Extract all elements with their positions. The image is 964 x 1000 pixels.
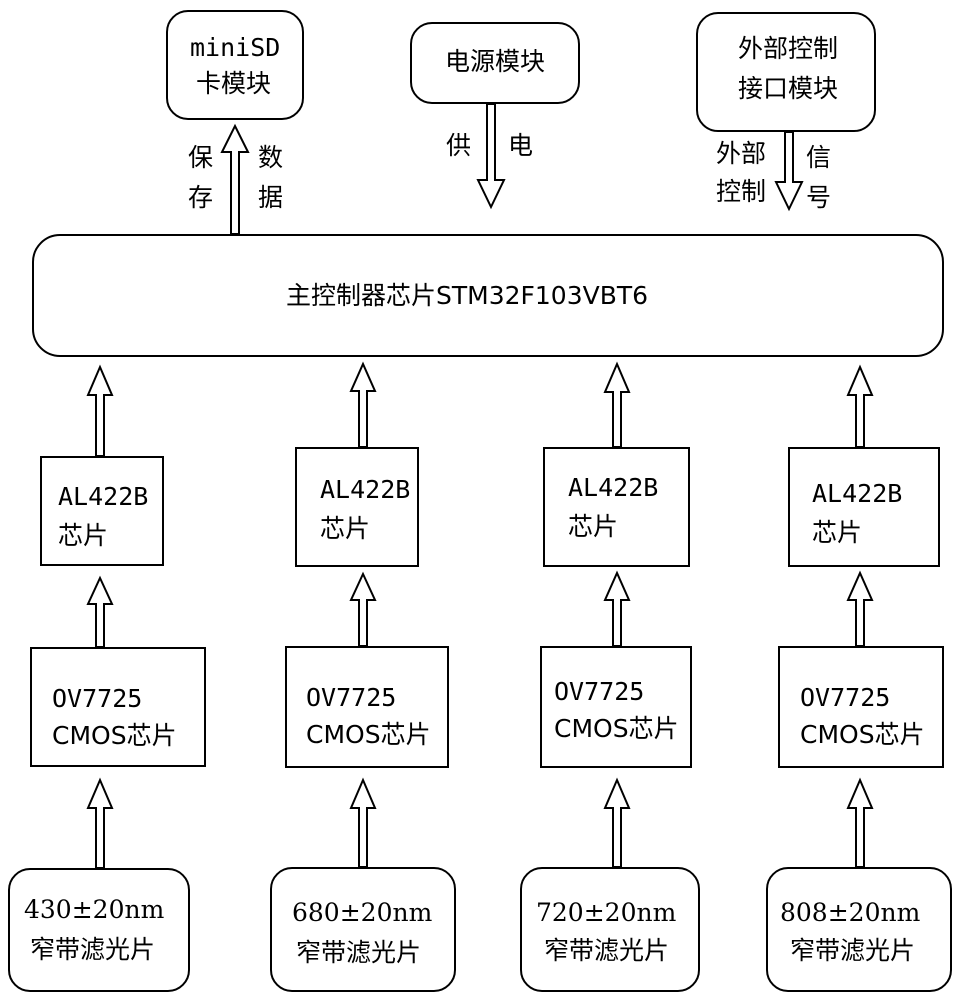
filter-box-4 <box>766 867 952 992</box>
arrow-up-cmos-to-fifo-1 <box>86 575 114 648</box>
filter-line2-2: 窄带滤光片 <box>296 938 422 967</box>
arrow-down-power-supply <box>476 103 506 210</box>
minisd-module-line2: 卡模块 <box>196 69 272 98</box>
label-external-2: 控制 <box>716 177 767 206</box>
filter-line2-4: 窄带滤光片 <box>790 936 916 965</box>
arrow-up-filter-to-cmos-2 <box>349 777 377 868</box>
external-control-module-box <box>696 12 876 132</box>
cmos-chip-line1-2: OV7725 <box>306 683 397 712</box>
fifo-chip-line1-2: AL422B <box>320 475 411 504</box>
label-save-2: 存 <box>188 183 214 212</box>
filter-line1-2: 680±20nm <box>292 898 433 927</box>
fifo-chip-line2-1: 芯片 <box>58 521 109 550</box>
arrow-up-filter-to-cmos-3 <box>603 777 631 868</box>
filter-box-1 <box>8 868 190 992</box>
minisd-module-box <box>166 10 304 120</box>
main-controller-label: 主控制器芯片STM32F103VBT6 <box>286 281 649 310</box>
cmos-chip-line2-2: CMOS芯片 <box>306 720 431 749</box>
minisd-module-line1: miniSD <box>190 33 281 62</box>
power-module-label: 电源模块 <box>445 47 546 76</box>
label-external-1: 外部 <box>716 139 767 168</box>
filter-box-2 <box>270 867 456 992</box>
cmos-chip-box-4 <box>778 646 944 768</box>
cmos-chip-line2-1: CMOS芯片 <box>52 721 177 750</box>
main-controller-box <box>32 234 944 357</box>
filter-line2-3: 窄带滤光片 <box>544 936 670 965</box>
arrow-up-fifo-to-mcu-3 <box>603 361 631 448</box>
fifo-chip-box-1 <box>40 456 164 566</box>
arrow-up-fifo-to-mcu-2 <box>349 361 377 448</box>
fifo-chip-line1-4: AL422B <box>812 479 903 508</box>
filter-line1-4: 808±20nm <box>780 898 921 927</box>
cmos-chip-line1-3: OV7725 <box>554 677 645 706</box>
filter-line2-1: 窄带滤光片 <box>30 935 156 964</box>
cmos-chip-line1-4: OV7725 <box>800 683 891 712</box>
fifo-chip-box-3 <box>543 447 690 567</box>
fifo-chip-line2-4: 芯片 <box>812 518 863 547</box>
external-control-module-line2: 接口模块 <box>738 74 839 103</box>
arrow-up-fifo-to-mcu-1 <box>86 364 114 457</box>
arrow-up-filter-to-cmos-1 <box>86 777 114 869</box>
fifo-chip-line2-2: 芯片 <box>320 514 371 543</box>
label-signal-1: 信 <box>806 143 832 172</box>
power-module-box <box>410 22 580 104</box>
fifo-chip-box-4 <box>788 447 940 567</box>
label-data-2: 据 <box>258 183 284 212</box>
label-save-1: 保 <box>188 143 214 172</box>
label-data-1: 数 <box>258 143 284 172</box>
label-power-supply-right: 电 <box>508 131 534 160</box>
cmos-chip-box-1 <box>30 647 206 767</box>
cmos-chip-line1-1: OV7725 <box>52 684 143 713</box>
arrow-up-fifo-to-mcu-4 <box>846 364 874 448</box>
cmos-chip-box-2 <box>285 646 449 768</box>
arrow-up-save-data <box>220 123 250 235</box>
cmos-chip-box-3 <box>540 646 692 768</box>
label-power-supply-left: 供 <box>446 131 472 160</box>
filter-line1-3: 720±20nm <box>536 898 677 927</box>
arrow-up-cmos-to-fifo-4 <box>846 570 874 647</box>
label-signal-2: 号 <box>806 183 832 212</box>
fifo-chip-line1-1: AL422B <box>58 482 149 511</box>
cmos-chip-line2-4: CMOS芯片 <box>800 720 925 749</box>
arrow-down-external-signal <box>774 131 804 212</box>
filter-box-3 <box>520 867 700 992</box>
arrow-up-filter-to-cmos-4 <box>846 777 874 868</box>
external-control-module-line1: 外部控制 <box>738 34 839 63</box>
cmos-chip-line2-3: CMOS芯片 <box>554 714 679 743</box>
fifo-chip-line1-3: AL422B <box>568 473 659 502</box>
arrow-up-cmos-to-fifo-2 <box>349 571 377 647</box>
fifo-chip-box-2 <box>295 447 419 567</box>
fifo-chip-line2-3: 芯片 <box>568 512 619 541</box>
filter-line1-1: 430±20nm <box>24 895 165 924</box>
arrow-up-cmos-to-fifo-3 <box>603 570 631 647</box>
